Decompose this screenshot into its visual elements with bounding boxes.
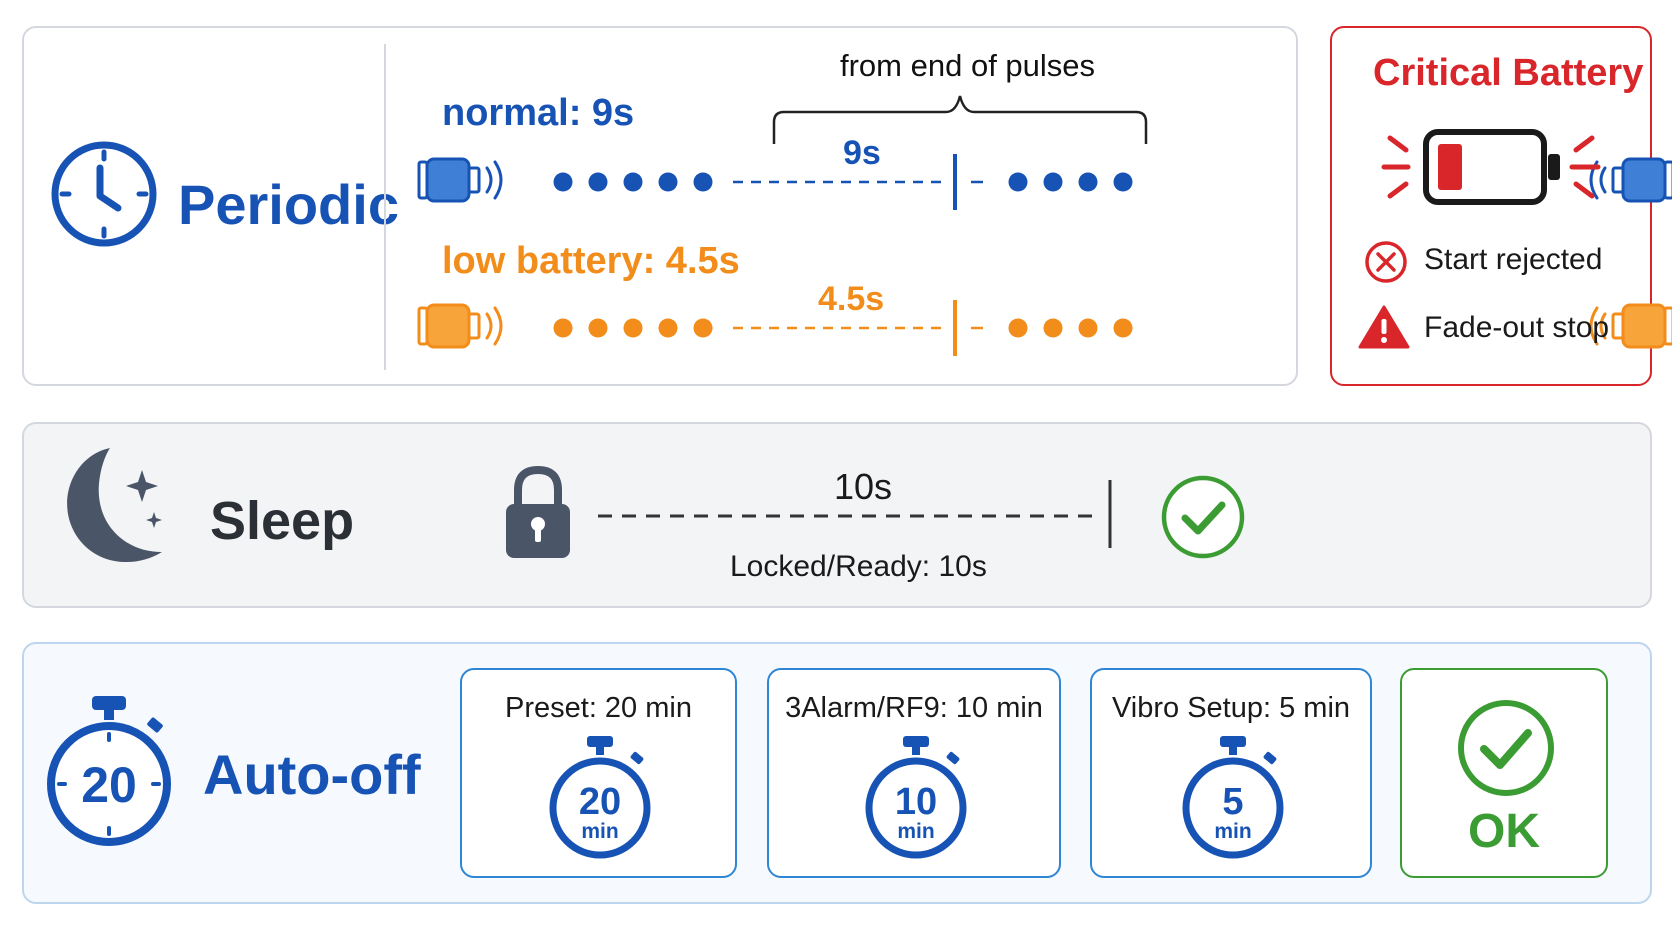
bracket-label: from end of pulses bbox=[840, 48, 1096, 83]
auto-off-ok-card: OK bbox=[1400, 668, 1608, 878]
card-label: Preset: 20 min bbox=[505, 692, 692, 724]
normal-label: normal: 9s bbox=[442, 92, 635, 134]
stopwatch-icon: 20 bbox=[47, 696, 171, 846]
periodic-title: Periodic bbox=[178, 173, 399, 236]
critical-battery-title: Critical Battery bbox=[1373, 52, 1644, 94]
stopwatch-icon: 20 min bbox=[549, 736, 651, 859]
sleep-timeline bbox=[598, 480, 1112, 548]
card-number: 20 bbox=[579, 781, 621, 823]
low-battery-timeline bbox=[417, 300, 1672, 356]
clock-icon bbox=[51, 141, 157, 247]
auto-off-card-3alarm: 3Alarm/RF9: 10 min 10 min bbox=[767, 668, 1061, 878]
auto-off-card-preset: Preset: 20 min 20 min bbox=[460, 668, 737, 878]
check-circle-icon bbox=[1458, 700, 1554, 796]
card-unit: min bbox=[1214, 820, 1251, 843]
stopwatch-icon: 10 min bbox=[865, 736, 967, 859]
x-circle-icon bbox=[1365, 241, 1407, 283]
vibration-motor-icon bbox=[417, 303, 503, 349]
lock-icon bbox=[506, 465, 570, 558]
auto-off-card-vibro-setup: Vibro Setup: 5 min 5 min bbox=[1090, 668, 1372, 878]
vibration-motor-icon bbox=[1589, 157, 1672, 203]
normal-interval: 9s bbox=[843, 134, 881, 172]
ok-label: OK bbox=[1468, 805, 1540, 858]
card-unit: min bbox=[897, 820, 934, 843]
sleep-duration: 10s bbox=[834, 466, 893, 507]
sleep-title: Sleep bbox=[210, 491, 355, 551]
vibration-motor-icon bbox=[1589, 303, 1672, 349]
critical-item-fade-out-stop: Fade-out stop bbox=[1424, 311, 1610, 344]
moon-icon bbox=[67, 448, 162, 563]
critical-item-start-rejected: Start rejected bbox=[1424, 243, 1603, 276]
stopwatch-icon: 5 min bbox=[1182, 736, 1284, 859]
card-number: 5 bbox=[1222, 781, 1243, 823]
normal-timeline bbox=[417, 154, 1672, 210]
sleep-subtitle: Locked/Ready: 10s bbox=[730, 550, 987, 583]
battery-low-icon bbox=[1381, 129, 1601, 205]
warning-icon bbox=[1358, 305, 1410, 349]
periodic-divider bbox=[384, 44, 386, 370]
vibration-motor-icon bbox=[417, 157, 503, 203]
auto-off-title: Auto-off bbox=[203, 743, 421, 806]
card-label: Vibro Setup: 5 min bbox=[1111, 692, 1351, 724]
card-number: 10 bbox=[895, 781, 937, 823]
sleep-panel bbox=[22, 422, 1652, 608]
brace-icon bbox=[772, 95, 1148, 144]
low-battery-interval: 4.5s bbox=[818, 280, 885, 318]
card-label: 3Alarm/RF9: 10 min bbox=[785, 692, 1043, 724]
stopwatch-number: 20 bbox=[81, 757, 137, 813]
check-circle-icon bbox=[1161, 475, 1245, 559]
low-battery-label: low battery: 4.5s bbox=[442, 240, 740, 282]
card-unit: min bbox=[581, 820, 618, 843]
